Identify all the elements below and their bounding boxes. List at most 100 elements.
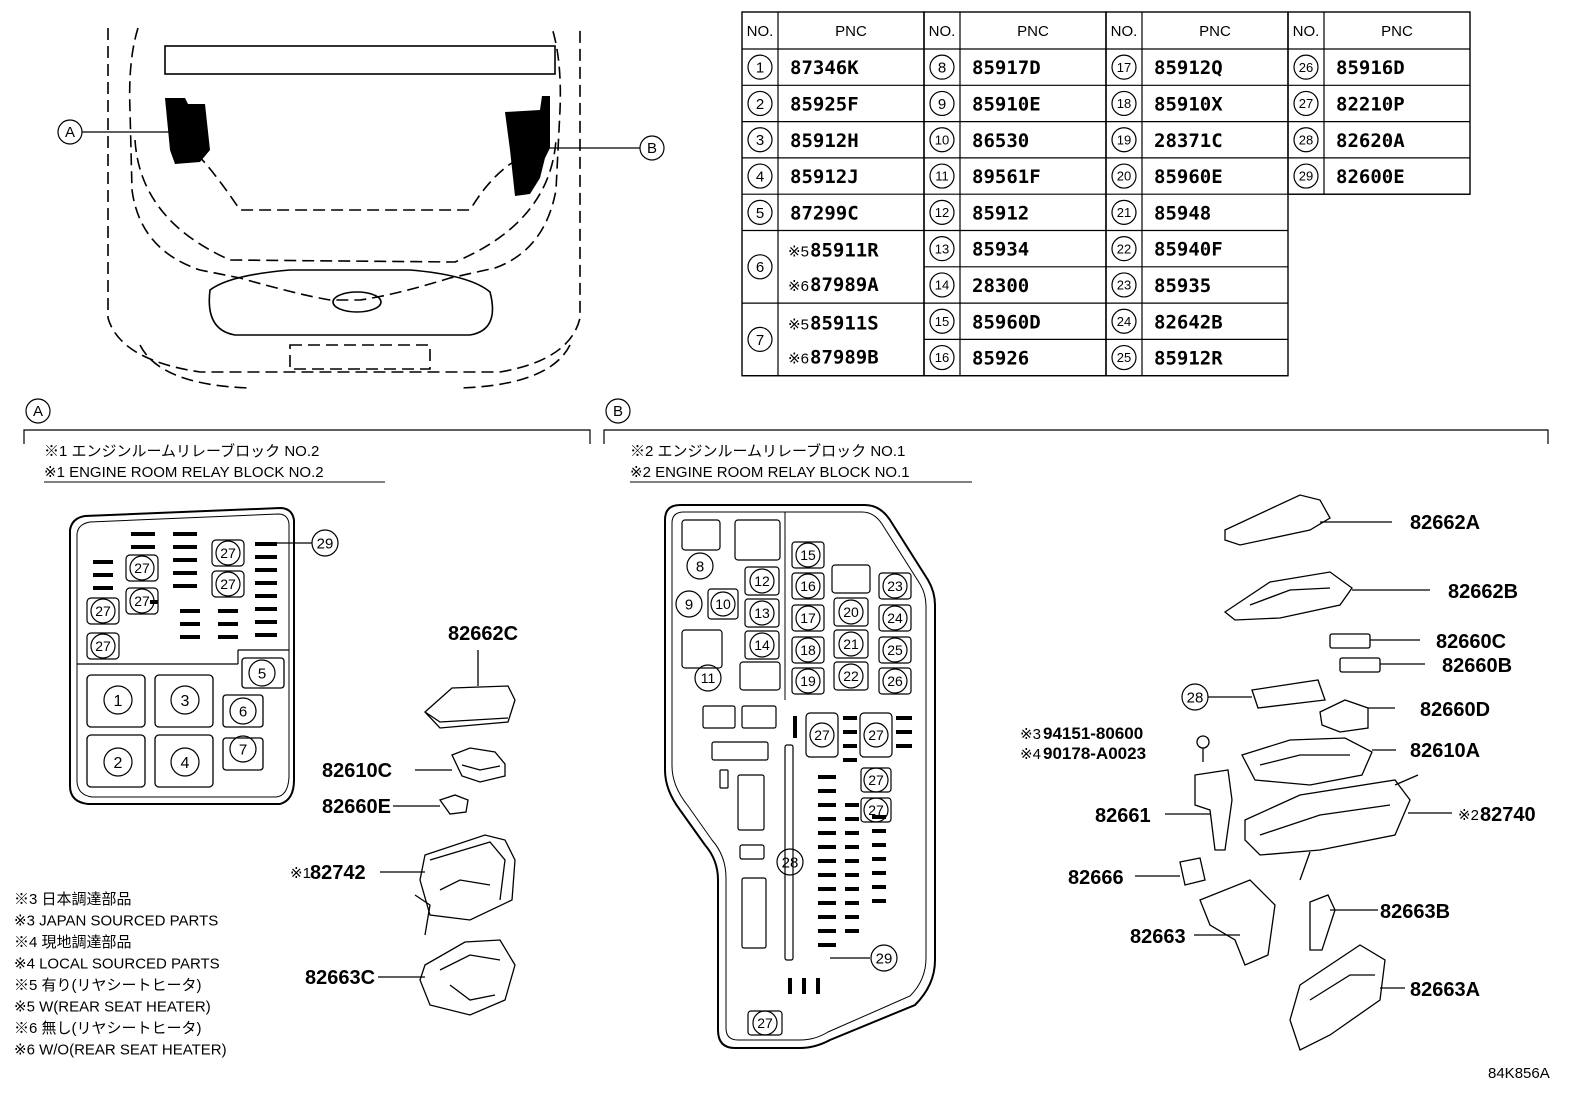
relay-no1-slot-27-label: 27 <box>814 727 830 743</box>
section-b-label: B <box>613 403 623 420</box>
relay-no1-slot-16: 16 <box>795 573 821 599</box>
relay-no1-slot-11-label: 11 <box>701 670 716 686</box>
pnc-value: 82600E <box>1336 166 1405 188</box>
relay-no1-slot-23-label: 23 <box>887 578 903 594</box>
pnc-row-number-16-label: 16 <box>935 350 949 365</box>
figure-code: 84K856A <box>1488 1065 1550 1082</box>
pnc-row-number-15-circle <box>929 308 955 334</box>
relay-no1-slot-8-circle <box>686 552 714 580</box>
relay-no1-slot-22: 22 <box>838 663 864 689</box>
relay-no1-slot-19: 19 <box>795 668 821 694</box>
pnc-row-number-21-label: 21 <box>1117 205 1131 220</box>
pnc-value: 86530 <box>972 130 1029 152</box>
part-callout-28: 28 <box>1181 683 1209 711</box>
relay-no2-slot-5-label: 5 <box>258 665 266 682</box>
relay-no1-slot-20: 20 <box>838 599 864 625</box>
pnc-value: 85912Q <box>1154 57 1223 79</box>
pnc-value: 85948 <box>1154 202 1211 224</box>
pnc-value: 28300 <box>972 275 1029 297</box>
relay-no2-callout-29-label: 29 <box>317 535 334 552</box>
pnc-row-number-15-label: 15 <box>935 314 949 329</box>
pnc-row-number-10-circle <box>929 127 955 153</box>
relay-no2-slot-4-circle <box>170 747 200 777</box>
part-label-90178: 90178-A0023 <box>1043 744 1146 763</box>
pnc-value: 89561F <box>972 166 1041 188</box>
relay-no1-slot-9: 9 <box>675 590 703 618</box>
pnc-table-row: 17 85912Q <box>1106 54 1288 86</box>
notes: ※3 日本調達部品※3 JAPAN SOURCED PARTS※4 現地調達部品… <box>14 891 227 1059</box>
pnc-row-number-8: 8 <box>929 54 955 80</box>
section-a-part-labels: 82662C 82610C 82660E ※1 82742 82663C <box>290 623 518 989</box>
relay-no2-slot-5: 5 <box>248 659 276 687</box>
relay-no1-slot-27-label: 27 <box>868 802 884 818</box>
relay-no2-slot-7-label: 7 <box>239 741 247 758</box>
part-label-82610c: 82610C <box>322 760 392 782</box>
relay-no1-slot-18-circle <box>795 637 821 663</box>
part-label-82610a: 82610A <box>1410 740 1480 762</box>
pnc-value: 85912 <box>972 202 1029 224</box>
part-note-82740: ※2 <box>1458 807 1479 824</box>
relay-no1-slot-18-label: 18 <box>800 642 816 658</box>
pnc-row-number-25: 25 <box>1111 344 1137 371</box>
relay-no1-slot-24-circle <box>882 605 908 631</box>
relay-no1-slot-17-circle <box>795 605 821 631</box>
relay-no1-slot-8-label: 8 <box>696 558 704 575</box>
note-line: ※6 W/O(REAR SEAT HEATER) <box>14 1042 227 1059</box>
pnc-row-number-4-label: 4 <box>756 168 764 185</box>
pnc-value: 85934 <box>972 239 1029 261</box>
pnc-value: 85912H <box>790 130 859 152</box>
relay-no1-callout-29-label: 29 <box>876 950 893 967</box>
pnc-row-number-9: 9 <box>929 90 955 117</box>
relay-no1-slot-17: 17 <box>795 605 821 631</box>
note-line: ※5 有り(リヤシートヒータ) <box>14 977 202 994</box>
relay-block-no2-relays <box>86 657 285 788</box>
pnc-row-number-17-label: 17 <box>1117 60 1131 75</box>
part-label-82666: 82666 <box>1068 867 1124 889</box>
relay-no2-slot-27: 27 <box>90 598 116 624</box>
pnc-row-number-1-circle <box>747 54 773 80</box>
pnc-row-number-9-label: 9 <box>938 96 946 113</box>
part-label-82660c: 82660C <box>1436 631 1506 653</box>
relay-no1-slot-16-label: 16 <box>800 578 816 594</box>
relay-no2-slot-27-label: 27 <box>95 603 111 619</box>
relay-no2-slot-27: 27 <box>215 540 241 566</box>
relay-no2-slot-27-label: 27 <box>134 560 150 576</box>
relay-no1-slot-27-circle <box>863 722 889 748</box>
pnc-row-number-26: 26 <box>1293 54 1319 80</box>
section-b-parts-drawings <box>1135 494 1452 1051</box>
relay-no2-callout-29: 29 <box>311 529 339 557</box>
pnc-row-number-25-label: 25 <box>1117 350 1131 365</box>
callout-b-leader <box>548 135 665 161</box>
pnc-note: ※5 <box>788 316 809 333</box>
relay-no1-slot-25: 25 <box>882 637 908 663</box>
relay-block-no2 <box>69 506 295 805</box>
relay-no1-callout-28-circle <box>776 848 804 876</box>
relay-block-no2-fuses <box>93 532 277 639</box>
pnc-table-header-pnc: PNC <box>1017 23 1049 40</box>
part-label-94151: 94151-80600 <box>1043 724 1143 743</box>
relay-no1-slot-14-label: 14 <box>754 637 770 653</box>
relay-no1-slot-13-circle <box>749 600 775 626</box>
relay-no2-slot-27-label: 27 <box>220 545 236 561</box>
pnc-row-number-19-label: 19 <box>1117 132 1131 147</box>
relay-no1-slot-9-circle <box>675 590 703 618</box>
pnc-row-number-27-label: 27 <box>1299 96 1313 111</box>
pnc-row-number-12-label: 12 <box>935 205 949 220</box>
relay-no1-slot-26-circle <box>882 668 908 694</box>
pnc-row-number-2-circle <box>747 90 773 117</box>
part-label-82742: 82742 <box>310 862 366 884</box>
pnc-row-number-22-circle <box>1111 236 1137 262</box>
relay-no2-slot-27-label: 27 <box>134 593 150 609</box>
relay-no1-slot-27-label: 27 <box>868 772 884 788</box>
pnc-row-number-29-circle <box>1293 163 1319 189</box>
section-a-label: A <box>33 403 43 420</box>
